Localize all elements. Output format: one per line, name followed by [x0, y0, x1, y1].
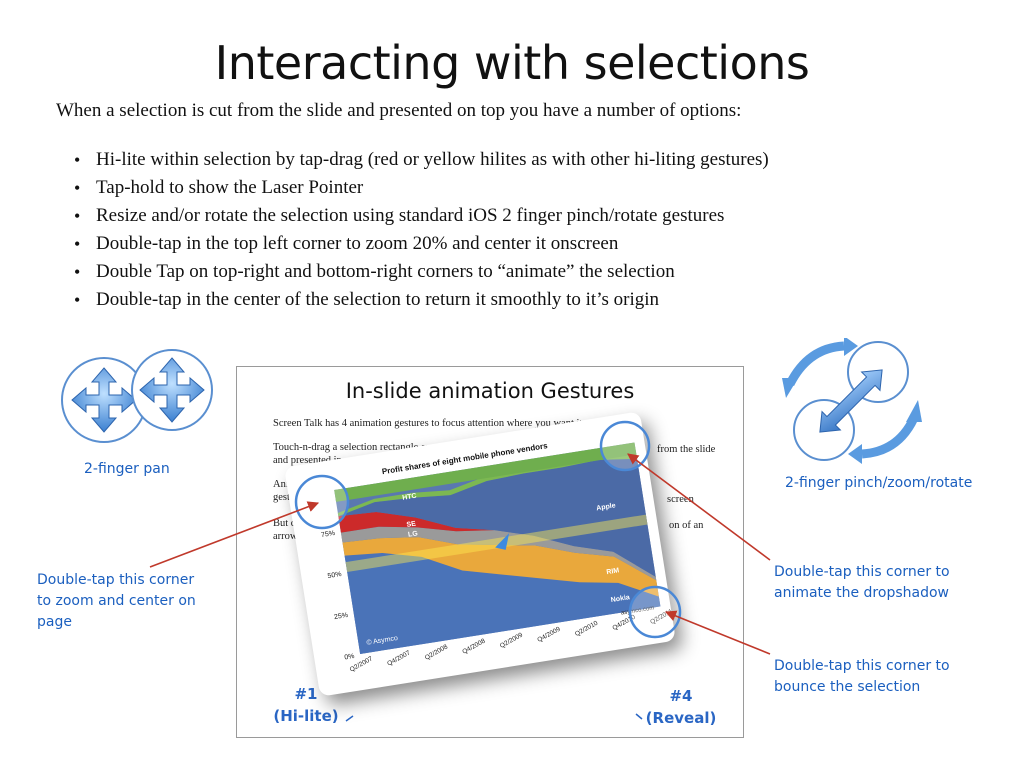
bullet-item: Double-tap in the center of the selectio… — [74, 286, 769, 314]
series-area-nokia — [344, 552, 661, 654]
callout-line: to zoom and center on — [37, 593, 196, 609]
y-tick-label: 75% — [321, 530, 336, 539]
two-finger-pan-icon — [61, 349, 213, 443]
series-area-se — [338, 511, 656, 577]
gesture-1-label: #1 (Hi-lite) — [271, 683, 341, 727]
chart-source: asymco.com — [621, 605, 655, 616]
slide-text-line: Touch-n-drag a selection rectangle aroun… — [273, 442, 451, 453]
small-arrow-icon — [345, 715, 354, 722]
callout-top-right: Double-tap this corner to animate the dr… — [774, 562, 950, 604]
pinch-label: 2-finger pinch/zoom/rotate — [785, 475, 973, 491]
bullet-item: Hi-lite within selection by tap-drag (re… — [74, 146, 769, 174]
callout-arrow-top-right — [627, 453, 771, 561]
page-title: Interacting with selections — [214, 36, 810, 90]
bullet-item: Resize and/or rotate the selection using… — [74, 202, 769, 230]
y-tick-label: 0% — [344, 653, 355, 661]
slide-text-line: screen — [667, 494, 694, 505]
series-area-apple — [338, 458, 656, 577]
series-label: SE — [406, 520, 417, 528]
pan-label: 2-finger pan — [84, 461, 170, 477]
series-label: Nokia — [610, 594, 630, 604]
slide-text-line: from the slide — [657, 444, 716, 455]
series-label: Apple — [596, 502, 616, 512]
callout-line: Double-tap this corner to — [774, 564, 950, 580]
callout-line: Double-tap this corner to — [774, 658, 950, 674]
slide-text-line: Ani — [273, 479, 289, 490]
callout-line: page — [37, 614, 72, 630]
series-area-rim — [342, 537, 659, 597]
callout-arrow-top-left — [149, 501, 320, 568]
gesture-4-name: (Reveal) — [645, 709, 717, 727]
callout-top-left: Double-tap this corner to zoom and cente… — [37, 570, 196, 633]
finger-circle-icon — [131, 349, 213, 431]
callout-bottom-right: Double-tap this corner to bounce the sel… — [774, 656, 950, 698]
intro-text: When a selection is cut from the slide a… — [56, 100, 742, 121]
gesture-4-number: #4 — [669, 687, 693, 705]
slide-text-line: But do — [273, 518, 302, 529]
bullet-item: Double Tap on top-right and bottom-right… — [74, 258, 769, 286]
series-area-lg — [340, 526, 657, 581]
gesture-1-name: (Hi-lite) — [273, 707, 339, 725]
top-band — [334, 442, 637, 502]
bullet-list: Hi-lite within selection by tap-drag (re… — [74, 146, 769, 314]
callout-line: animate the dropshadow — [774, 585, 949, 601]
small-arrow-icon — [635, 713, 643, 720]
series-label: LG — [408, 530, 419, 539]
slide-text-line: Screen Talk has 4 animation gestures to … — [273, 418, 583, 429]
gesture-1-number: #1 — [294, 685, 318, 703]
series-label: HTC — [402, 493, 417, 502]
corner-circle-top-left[interactable] — [294, 474, 350, 530]
bullet-item: Double-tap in the top left corner to zoo… — [74, 230, 769, 258]
slide-text-line: arrow — [273, 531, 298, 542]
gesture-4-label: #4 (Reveal) — [641, 685, 721, 729]
slide-text-line: gestu — [273, 492, 296, 503]
callout-line: Double-tap this corner — [37, 572, 195, 588]
callout-arrow-bottom-right — [664, 610, 771, 655]
corner-circle-top-right[interactable] — [599, 420, 651, 472]
slide-title: In-slide animation Gestures — [345, 379, 635, 403]
y-tick-label: 25% — [334, 612, 349, 621]
y-tick-label: 50% — [327, 571, 342, 580]
slide-text-line: on of an — [669, 520, 704, 531]
bullet-item: Tap-hold to show the Laser Pointer — [74, 174, 769, 202]
laser-pointer-icon — [495, 533, 510, 550]
series-label: RIM — [606, 567, 620, 576]
pinch-zoom-rotate-icon — [782, 338, 922, 464]
corner-circle-bottom-right[interactable] — [628, 585, 682, 639]
callout-line: bounce the selection — [774, 679, 921, 695]
hilite-band — [345, 514, 648, 573]
